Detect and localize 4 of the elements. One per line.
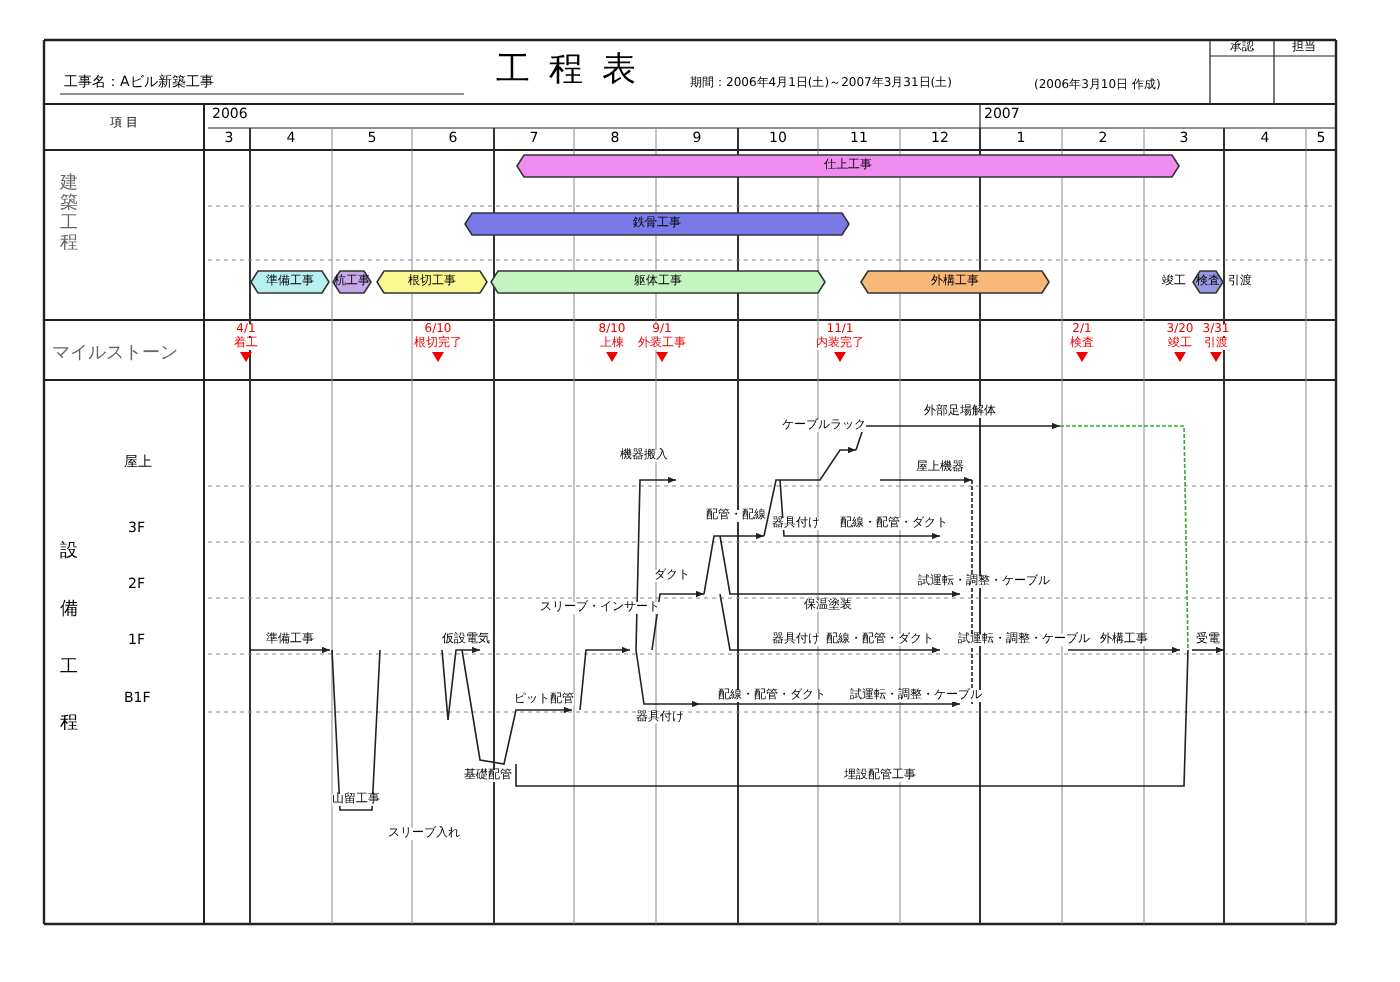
- row-heading: 設備工程: [60, 539, 80, 739]
- row-heading: 建築工程: [60, 176, 80, 256]
- row-heading: マイルストーン: [52, 346, 178, 364]
- title: 工 程 表: [496, 54, 640, 88]
